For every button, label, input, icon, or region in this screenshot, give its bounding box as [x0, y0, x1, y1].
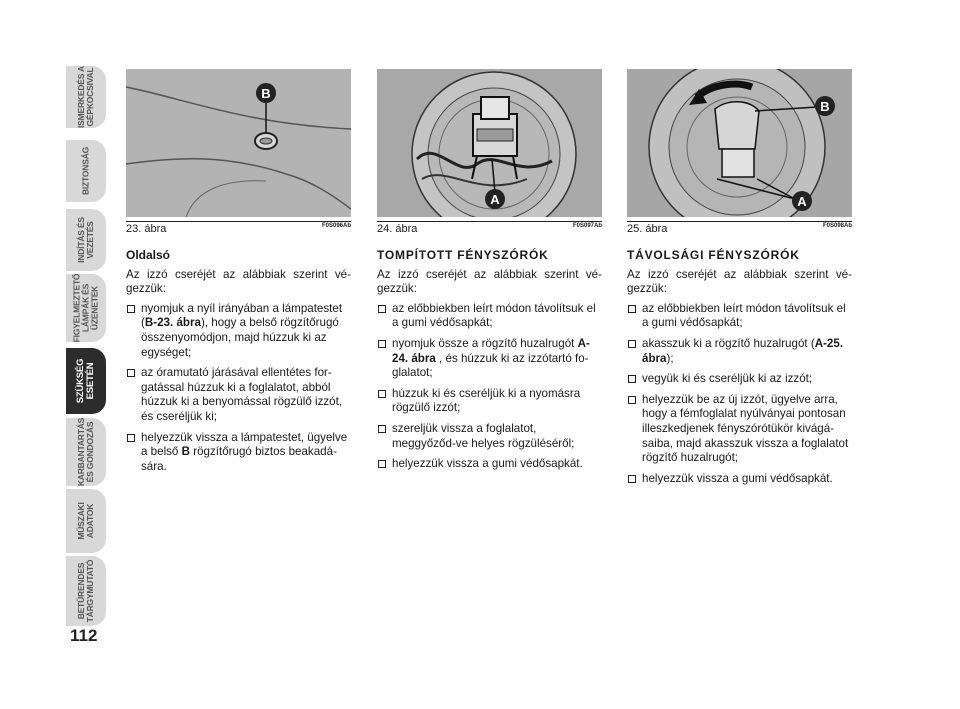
list-item: húzzuk ki és cseréljük ki a nyomásra rög… — [377, 387, 602, 416]
marker-b: B — [820, 99, 829, 114]
list-item: helyezzük be az új izzót, ügyelve arra, … — [627, 393, 852, 466]
figure-number: 23. ábra — [126, 223, 167, 235]
highbeam-illustration: B A — [627, 69, 852, 217]
tab-label: MŰSZAKI ADATOK — [76, 502, 95, 540]
step-list: nyomjuk a nyíl irányában a lámpatestet (… — [126, 302, 351, 475]
tab-label: ISMERKEDÉS A GÉPKOCSIVAL — [76, 66, 95, 128]
lowbeam-illustration: A — [377, 69, 602, 217]
tab-label: KARBANTARTÁS ÉS GONDOZÁS — [76, 417, 95, 487]
tab-label: BIZTONSÁG — [80, 146, 91, 196]
list-item: az óramutató járásával ellentétes for-ga… — [126, 366, 351, 424]
tab-muszaki[interactable]: MŰSZAKI ADATOK — [66, 489, 106, 553]
section-title: TÁVOLSÁGI FÉNYSZÓRÓK — [627, 248, 800, 262]
list-item: akasszuk ki a rögzítő huzalrugót (A-25. … — [627, 337, 852, 366]
list-item: szereljük vissza a foglalatot, meggyőződ… — [377, 422, 602, 451]
tab-label: BETŰRENDES TÁRGYMUTATÓ — [76, 559, 95, 623]
tab-karbantartas[interactable]: KARBANTARTÁS ÉS GONDOZÁS — [66, 418, 106, 486]
tab-label: INDÍTÁS ÉS VEZETÉS — [76, 217, 95, 263]
section-title: TOMPÍTOTT FÉNYSZÓRÓK — [377, 248, 549, 262]
marker-a: A — [797, 194, 807, 209]
list-item: helyezzük vissza a gumi védősapkát. — [627, 472, 852, 487]
tab-biztonsag[interactable]: BIZTONSÁG — [66, 140, 106, 202]
marker-b: B — [261, 86, 270, 101]
column-oldalso: Oldalsó Az izzó cseréjét az alábbiak sze… — [126, 248, 351, 480]
list-item: helyezzük vissza a gumi védősapkát. — [377, 457, 602, 472]
list-item: nyomjuk össze a rögzítő huzalrugót A-24.… — [377, 337, 602, 381]
figure-25: B A — [627, 69, 852, 217]
tab-label: FIGYELMEZTETŐ LÁMPÁK ÉS ÜZENETEK — [71, 273, 100, 343]
figure-code: F0S098Ab — [822, 223, 852, 229]
figure-23-caption: 23. ábra F0S096Ab — [126, 221, 351, 235]
step-list: az előbbiekben leírt módon távolítsuk el… — [377, 302, 602, 472]
page-number: 112 — [70, 626, 98, 645]
tab-ismerkedes[interactable]: ISMERKEDÉS A GÉPKOCSIVAL — [66, 66, 106, 128]
figure-number: 25. ábra — [627, 223, 668, 235]
tab-inditas[interactable]: INDÍTÁS ÉS VEZETÉS — [66, 209, 106, 271]
step-list: az előbbiekben leírt módon távolítsuk el… — [627, 302, 852, 487]
figure-24: A — [377, 69, 602, 217]
list-item: vegyük ki és cseréljük ki az izzót; — [627, 372, 852, 387]
intro-text: Az izzó cseréjét az alábbiak szerint vé-… — [377, 267, 602, 296]
intro-text: Az izzó cseréjét az alábbiak szerint vé-… — [627, 267, 852, 296]
figure-23: B — [126, 69, 351, 217]
figure-number: 24. ábra — [377, 223, 418, 235]
figure-25-caption: 25. ábra F0S098Ab — [627, 221, 852, 235]
column-tavolsagi: TÁVOLSÁGI FÉNYSZÓRÓK Az izzó cseréjét az… — [627, 248, 852, 492]
figure-code: F0S097Ab — [572, 223, 602, 229]
list-item: az előbbiekben leírt módon távolítsuk el… — [627, 302, 852, 331]
list-item: helyezzük vissza a lámpatestet, ügyelve … — [126, 431, 351, 475]
tab-szukseg-eseten[interactable]: SZÜKSÉG ESETÉN — [66, 348, 106, 414]
figure-code: F0S096Ab — [321, 223, 351, 229]
figure-24-caption: 24. ábra F0S097Ab — [377, 221, 602, 235]
column-tompitott: TOMPÍTOTT FÉNYSZÓRÓK Az izzó cseréjét az… — [377, 248, 602, 478]
tab-figyelmezteto[interactable]: FIGYELMEZTETŐ LÁMPÁK ÉS ÜZENETEK — [66, 274, 106, 342]
list-item: az előbbiekben leírt módon távolítsuk el… — [377, 302, 602, 331]
list-item: nyomjuk a nyíl irányában a lámpatestet (… — [126, 302, 351, 360]
car-side-illustration: B — [126, 69, 351, 217]
marker-a: A — [490, 192, 500, 207]
section-subtitle: Oldalsó — [126, 248, 171, 262]
tab-label: SZÜKSÉG ESETÉN — [75, 358, 96, 404]
intro-text: Az izzó cseréjét az alábbiak szerint vé-… — [126, 267, 351, 296]
tab-targymutato[interactable]: BETŰRENDES TÁRGYMUTATÓ — [66, 556, 106, 626]
